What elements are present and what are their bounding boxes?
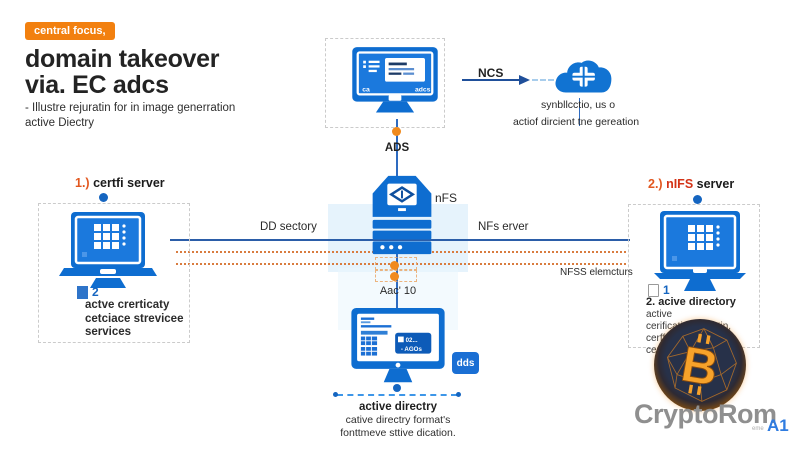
left-node-number: 1.) <box>75 176 90 190</box>
bottom-dashed-end-dot-left <box>333 392 338 397</box>
left-node-title: 1.) certfi server <box>75 176 165 190</box>
top-node-box <box>325 38 445 128</box>
ncs-label: NCS <box>478 66 504 80</box>
left-node-dot <box>99 193 108 202</box>
left-computer-icon <box>59 212 157 288</box>
server-junction-dot-2 <box>390 272 399 281</box>
title-line-2: via. EC adcs <box>25 71 169 99</box>
brand-small-text: eme <box>752 426 764 432</box>
bus-right-label: NFs erver <box>478 221 529 233</box>
left-item-number: 2 <box>92 285 99 299</box>
left-node-box <box>38 203 190 343</box>
right-node-title-text: server <box>696 177 735 191</box>
left-node-title-text: certfi server <box>93 176 165 190</box>
bus-right-sublabel: NFSS elemcturs <box>560 267 633 278</box>
right-node-dot <box>693 195 702 204</box>
top-screen-text-right: adcs <box>415 87 431 94</box>
ncs-arrow-head <box>519 75 530 85</box>
bottom-dashed-line <box>337 394 457 396</box>
server-junction-dot-1 <box>390 261 399 270</box>
right-node-number: 2.) <box>648 177 663 191</box>
ads-label: ADS <box>384 142 410 154</box>
left-item-square-icon <box>77 286 88 299</box>
bottom-junction-dot <box>393 384 401 392</box>
ads-junction-dot <box>392 127 401 136</box>
bus-left-label: DD sectory <box>260 221 317 233</box>
page-subtitle: - Illustre rejuratin for in image generr… <box>25 101 235 131</box>
right-node-title: 2.) nIFS server <box>648 177 734 191</box>
server-label: nFS <box>435 191 458 205</box>
bottom-screen-box-line1: 02... <box>406 337 418 344</box>
server-down-connector-line <box>396 254 398 310</box>
right-item-number: 1 <box>663 283 670 297</box>
cloud-caption-line1: synbllcctio, us o <box>540 99 616 111</box>
bottom-computer-icon: 02... - AGOs <box>351 308 445 383</box>
right-item-line1: 2. acive directory <box>646 296 736 308</box>
server-port-highlight-2 <box>375 270 417 282</box>
ads-connector-line <box>396 119 398 177</box>
dashed-line-lower <box>176 263 628 265</box>
bottom-caption-line3: fonttmeve sttive dication. <box>340 426 456 439</box>
top-screen-text-left: ca <box>362 87 370 94</box>
subtitle-line-1: - Illustre rejuratin for in image generr… <box>25 102 236 114</box>
server-icon <box>372 175 432 255</box>
left-item-line1: actve crerticaty <box>85 299 170 311</box>
left-item-text: actve crerticaty cetciace strevicee serv… <box>85 299 183 340</box>
cloud-icon <box>555 60 612 93</box>
subtitle-line-2: active Diectry <box>25 117 95 129</box>
server-below-label: Aac' 10 <box>379 285 417 297</box>
central-focus-badge: central focus, <box>25 22 115 40</box>
cloud-stem-line <box>579 98 580 126</box>
page-title: domain takeover via. EC adcs <box>25 46 219 98</box>
left-item-line3: services <box>85 326 132 338</box>
bitcoin-icon: B <box>654 319 746 411</box>
brand-wordmark: CryptoRom <box>634 399 777 429</box>
top-computer-icon: ca adcs <box>352 47 438 113</box>
left-item-line2: cetciace strevicee <box>85 312 184 325</box>
ncs-dashed-tail <box>532 79 554 81</box>
bottom-screen-box-line2: - AGOs <box>401 346 423 353</box>
dds-badge: dds <box>452 352 479 374</box>
ncs-arrow-line <box>462 79 520 81</box>
bottom-caption: active directry cative directry format's… <box>320 401 476 439</box>
right-item-square-icon <box>648 284 659 297</box>
title-line-1: domain takeover <box>25 45 220 73</box>
bottom-dashed-end-dot-right <box>456 392 461 397</box>
bitcoin-letter: B <box>677 335 722 396</box>
bottom-caption-line1: active directry <box>359 401 437 413</box>
main-bus-line <box>170 239 630 241</box>
cloud-caption-line2: actiof dircient tne gereation <box>512 116 640 128</box>
right-node-highlight: nIFS <box>666 177 694 191</box>
brand-a1-logo: A1 <box>767 416 789 435</box>
bottom-caption-line2: cative directry format's <box>345 414 451 426</box>
right-computer-icon <box>654 211 746 291</box>
